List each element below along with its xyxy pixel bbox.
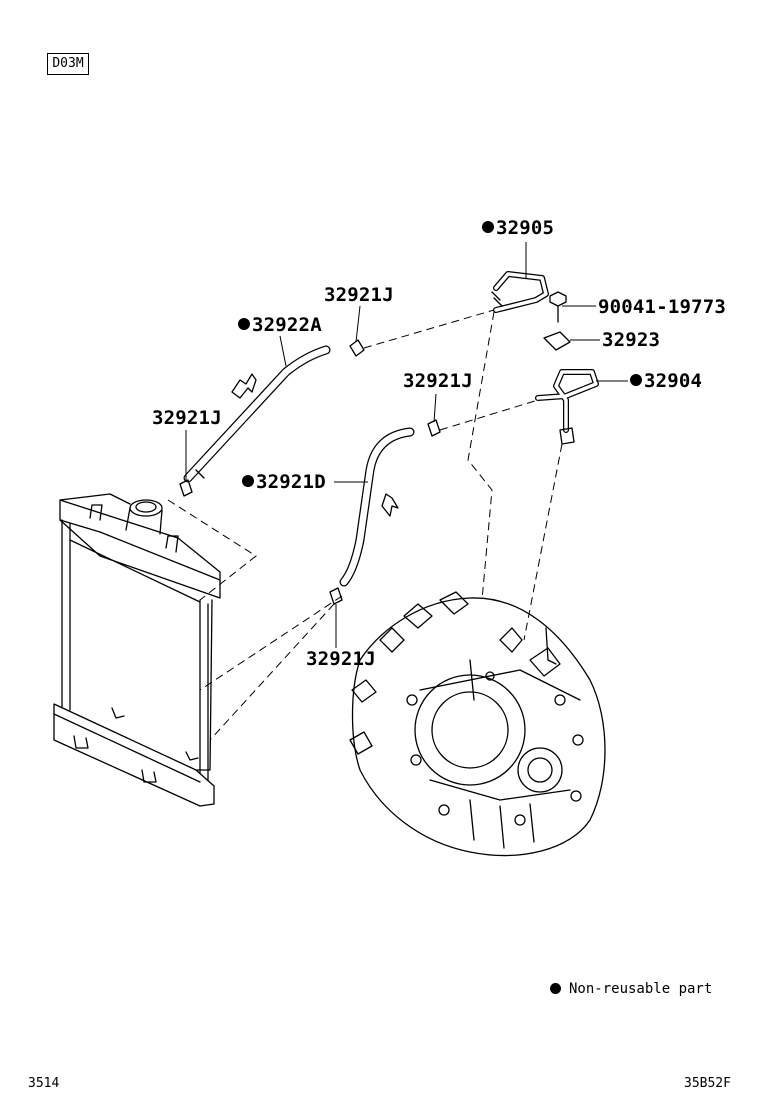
part-label-32921j-top: 32921J [324,284,394,306]
part-label-32922a: 32922A [238,314,322,336]
non-reusable-dot-icon [242,475,254,487]
part-label-32923: 32923 [602,329,661,351]
part-label-32905: 32905 [482,217,554,239]
non-reusable-dot-icon [630,374,642,386]
part-label-32921j-left: 32921J [152,407,222,429]
non-reusable-dot-icon [550,983,561,994]
part-label-32904: 32904 [630,370,702,392]
dashed-lines [167,309,563,741]
bracket-32923 [543,331,571,351]
non-reusable-dot-icon [482,221,494,233]
radiator-drawing [53,493,221,807]
footer-right-code: 35B52F [684,1076,731,1091]
hose-32922a [183,345,331,483]
diagram-code-box: D03M [47,53,89,75]
hose-32921d [339,427,415,587]
part-label-32921d: 32921D [242,471,326,493]
part-label-32921j-bottom: 32921J [306,648,376,670]
part-label-32921j-mid: 32921J [403,370,473,392]
flow-arrow-up [231,373,257,399]
legend-note: Non-reusable part [550,980,712,998]
leader-lines [185,242,628,648]
flow-arrow-down [381,493,399,517]
hose-clamps [179,339,441,605]
pipe-32904 [535,369,599,445]
bolt-90041 [549,291,567,323]
footer-left-code: 3514 [28,1076,60,1091]
pipe-32905 [491,271,549,313]
part-label-90041-19773: 90041-19773 [598,296,727,318]
non-reusable-dot-icon [238,318,250,330]
transmission-drawing [349,591,606,857]
